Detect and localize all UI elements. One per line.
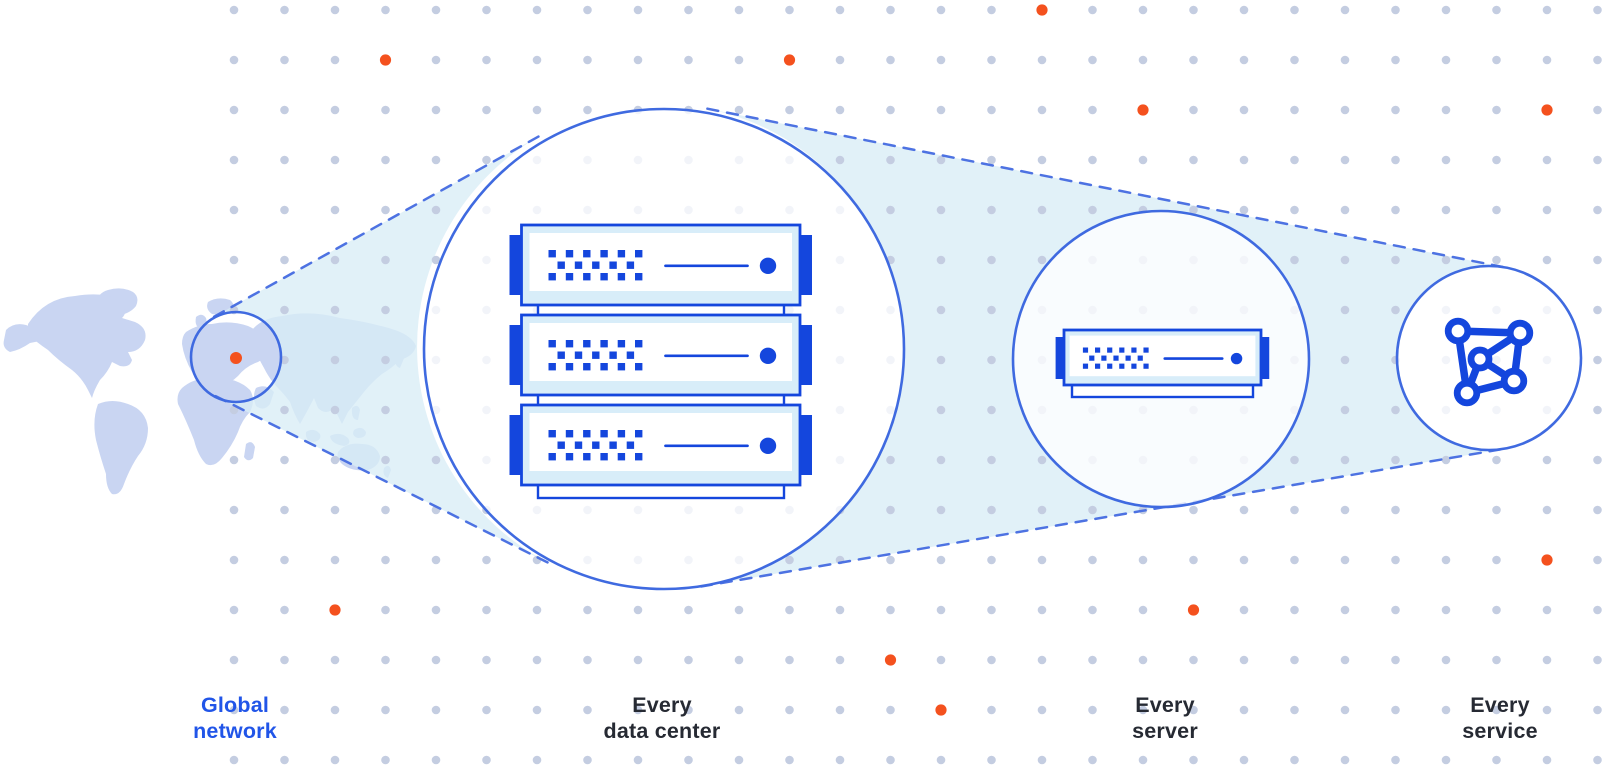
stage-label-every-server: Every server [1132, 693, 1198, 743]
zoom-beam-map-to-datacenter [214, 134, 552, 565]
server-rack-icon [509, 223, 812, 500]
server-unit-icon [1055, 328, 1270, 399]
beam-dashed-lines [212, 107, 1509, 588]
network-graph-icon [1444, 317, 1534, 407]
global-network-circle [189, 310, 283, 404]
stage-label-global-network: Global network [193, 693, 277, 743]
stage-label-every-data-center: Every data center [603, 693, 721, 743]
location-dot-icon [230, 352, 242, 364]
stage-label-every-service: Every service [1462, 693, 1538, 743]
